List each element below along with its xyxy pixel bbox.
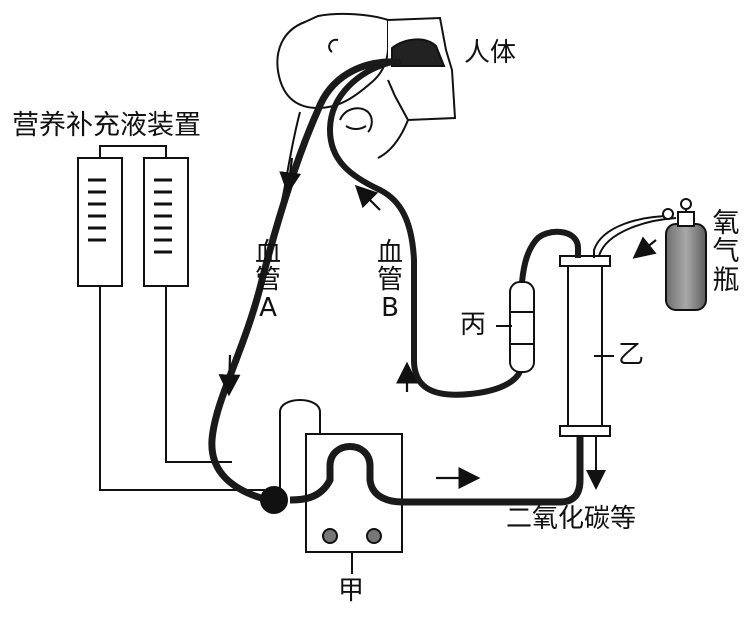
label-oxygen-bottle: 氧气瓶: [712, 208, 740, 296]
pump-to-yi-tube: [402, 436, 584, 506]
bottle-body: [665, 223, 707, 311]
oxygen-bottle: [662, 198, 707, 311]
yi-top-cap: [559, 255, 611, 267]
label-yi: 乙: [618, 340, 645, 370]
nutrient-bag-left: [77, 157, 123, 287]
label-human: 人体: [464, 38, 517, 68]
flow-arrows: [218, 157, 657, 489]
yi-bottom-cap: [559, 425, 611, 437]
label-nutrient-device: 营养补充液装置: [12, 110, 201, 141]
arrow-vessel-a-bottom: [218, 354, 241, 397]
yi-to-bing-tube: [519, 228, 581, 283]
label-co2: 二氧化碳等: [506, 504, 637, 534]
arrow-oxygen-in: [632, 236, 657, 259]
junction-ball: [260, 486, 288, 514]
bing-body: [509, 281, 535, 373]
label-vessel-b: 血管B: [376, 238, 403, 323]
oxygenator-yi: [559, 255, 614, 490]
filter-bing: [496, 281, 535, 373]
human-figure: [276, 12, 457, 201]
label-vessel-a: 血管A: [254, 238, 281, 323]
oxygen-tube: [593, 215, 673, 258]
nutrient-bag-right: [143, 157, 189, 287]
vessel-a-tube: [208, 58, 402, 504]
arrow-vessel-b-top: [354, 184, 381, 211]
nutrient-device: [77, 145, 265, 491]
label-jia: 甲: [338, 576, 365, 606]
label-bing: 丙: [460, 310, 487, 340]
arrow-vessel-a-top: [279, 157, 302, 195]
vessel-b-tube: [326, 59, 523, 398]
yi-body: [567, 257, 603, 435]
pump-jia: [260, 399, 403, 574]
